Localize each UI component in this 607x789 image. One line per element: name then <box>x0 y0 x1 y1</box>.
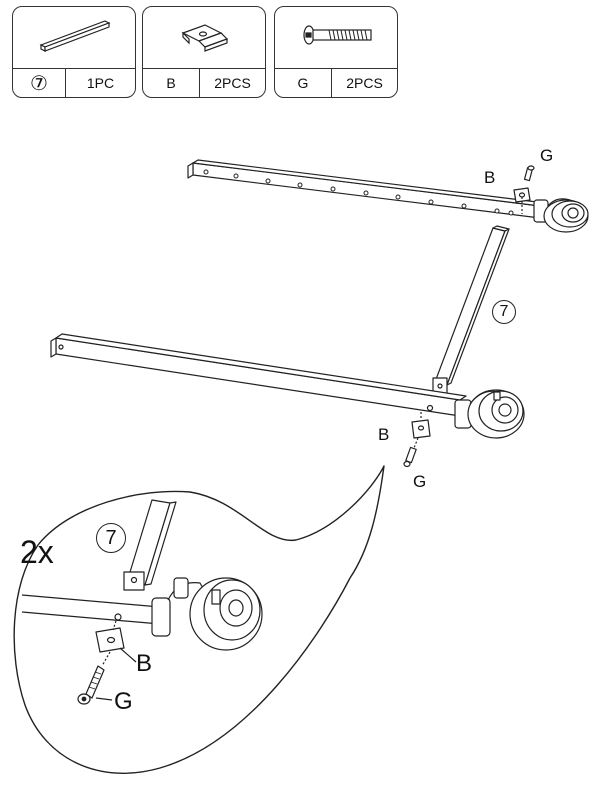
zoom-caster-wheel <box>151 577 263 651</box>
top-rail <box>187 159 546 219</box>
part-id: G <box>297 75 309 91</box>
lower-bolt-g <box>403 446 417 468</box>
part-id-cell: G <box>275 69 331 97</box>
circle-label-7: 7 <box>492 300 516 324</box>
zoom-long-rail <box>21 594 161 625</box>
label-b-lower: B <box>378 425 390 444</box>
top-caster-wheel <box>533 198 589 233</box>
part-qty: 2PCS <box>346 75 383 91</box>
part-card-7: ⑦ 1PC <box>12 6 136 98</box>
rail-icon <box>13 7 135 67</box>
label-b-top: B <box>484 168 496 187</box>
label-g-zoom: G <box>114 688 133 715</box>
part-id-cell: ⑦ <box>13 69 65 97</box>
top-bracket-b <box>513 187 531 203</box>
part-qty: 2PCS <box>214 75 251 91</box>
zoom-bracket-b <box>95 627 125 653</box>
circle-label-7-zoom: 7 <box>96 523 126 553</box>
lower-bracket-b <box>411 419 431 439</box>
multiplier-label: 2x <box>20 534 54 570</box>
bracket-plate-icon <box>143 7 265 67</box>
part-id-cell: B <box>143 69 199 97</box>
part-card-b: B 2PCS <box>142 6 266 98</box>
part-card-g: G 2PCS <box>274 6 398 98</box>
label-7: 7 <box>499 303 509 320</box>
label-g-top: G <box>540 146 554 165</box>
zoom-bolt-g <box>77 665 105 705</box>
part-qty: 1PC <box>86 75 115 91</box>
bolt-icon <box>275 7 397 67</box>
label-7-zoom: 7 <box>105 526 117 549</box>
part-qty-cell: 1PC <box>65 69 135 97</box>
lower-caster-wheel <box>454 389 525 439</box>
label-b-zoom: B <box>136 650 153 677</box>
lower-rail <box>50 333 467 417</box>
part-id: ⑦ <box>30 72 48 95</box>
part-qty-cell: 2PCS <box>331 69 397 97</box>
part-id: B <box>166 75 176 91</box>
zoom-cross-rail <box>123 499 177 591</box>
top-bolt-g <box>523 165 535 182</box>
label-g-lower: G <box>413 472 427 491</box>
part-qty-cell: 2PCS <box>199 69 265 97</box>
